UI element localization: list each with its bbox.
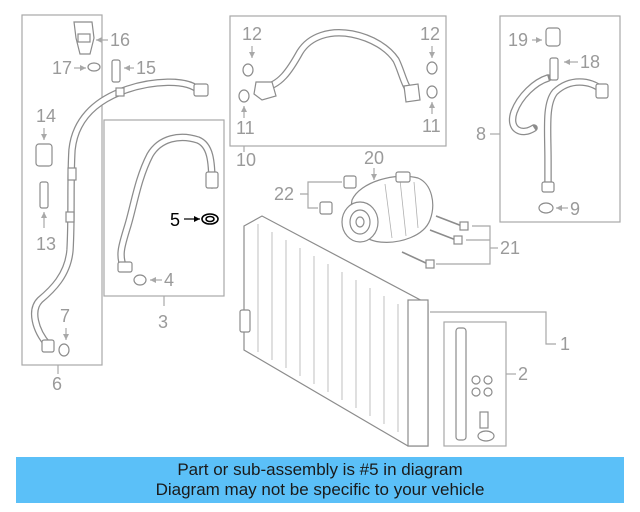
o-ring-7: [58, 343, 70, 357]
callout-16: 16: [110, 30, 130, 50]
cap-19: [545, 27, 561, 47]
callout-5: 5: [170, 210, 180, 230]
callout-10: 10: [236, 150, 256, 170]
callout-17: 17: [52, 58, 72, 78]
o-ring-11b: [426, 85, 438, 99]
banner-line-2: Diagram may not be specific to your vehi…: [155, 480, 485, 499]
callout-15: 15: [136, 58, 156, 78]
callout-12a: 12: [242, 24, 262, 44]
o-ring-11a: [238, 89, 250, 103]
info-banner: Part or sub-assembly is #5 in diagram Di…: [16, 457, 624, 503]
callout-9: 9: [570, 199, 580, 219]
valve-15: [111, 59, 121, 83]
o-ring-12a: [242, 63, 254, 77]
sensor-16: [73, 21, 108, 55]
callout-7: 7: [60, 306, 70, 326]
callout-8: 8: [476, 124, 486, 144]
callout-14: 14: [36, 106, 56, 126]
o-ring-5: [201, 213, 219, 225]
group-3-box: [103, 119, 225, 306]
callout-2: 2: [518, 364, 528, 384]
group-6-box: [21, 14, 209, 374]
fitting-22a: [343, 175, 357, 189]
callout-3: 3: [158, 312, 168, 332]
callout-22: 22: [274, 184, 294, 204]
callout-20: 20: [364, 148, 384, 168]
callout-21: 21: [500, 238, 520, 258]
ac-parts-diagram: 6 16 17 15 14 13 7 3 4 5: [21, 14, 621, 447]
o-ring-17: [87, 62, 101, 72]
o-ring-4: [133, 274, 147, 286]
o-ring-12b: [426, 61, 438, 75]
o-ring-9: [538, 202, 554, 214]
condenser-1: [239, 215, 429, 447]
valve-core-13: [39, 181, 49, 209]
callout-11b: 11: [422, 116, 441, 136]
callout-19: 19: [508, 30, 528, 50]
banner-line-1: Part or sub-assembly is #5 in diagram: [177, 460, 463, 479]
group-8-box: [490, 15, 621, 223]
group-2-box: [443, 321, 507, 447]
bolts-21: [401, 215, 469, 269]
callout-11a: 11: [236, 118, 255, 138]
cap-14: [35, 143, 53, 167]
callout-12b: 12: [420, 24, 440, 44]
callout-13: 13: [36, 234, 56, 254]
callout-4: 4: [164, 270, 174, 290]
valve-18: [549, 57, 559, 81]
fitting-22b: [319, 201, 333, 215]
callout-1: 1: [560, 334, 570, 354]
group-10-box: [229, 15, 447, 152]
callout-18: 18: [580, 52, 600, 72]
compressor-20: [341, 171, 434, 243]
callout-6: 6: [52, 374, 62, 394]
